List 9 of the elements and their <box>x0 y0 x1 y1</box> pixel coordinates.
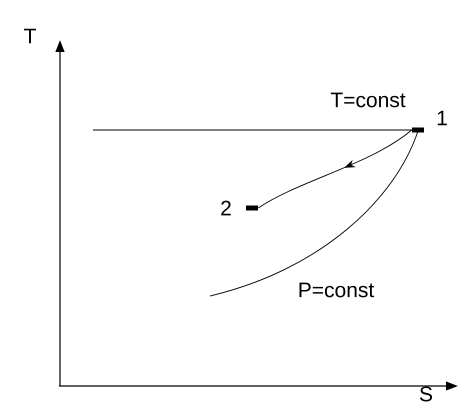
curve-label: T=const <box>330 92 406 108</box>
arrow <box>258 130 412 208</box>
state-point <box>246 206 258 210</box>
state-point <box>412 128 424 132</box>
curve-label: P=const <box>300 282 374 298</box>
axis-label: S <box>420 386 432 402</box>
axis-label: T <box>24 28 36 44</box>
point-label: 2 <box>221 200 231 216</box>
point-label: 1 <box>438 110 447 126</box>
